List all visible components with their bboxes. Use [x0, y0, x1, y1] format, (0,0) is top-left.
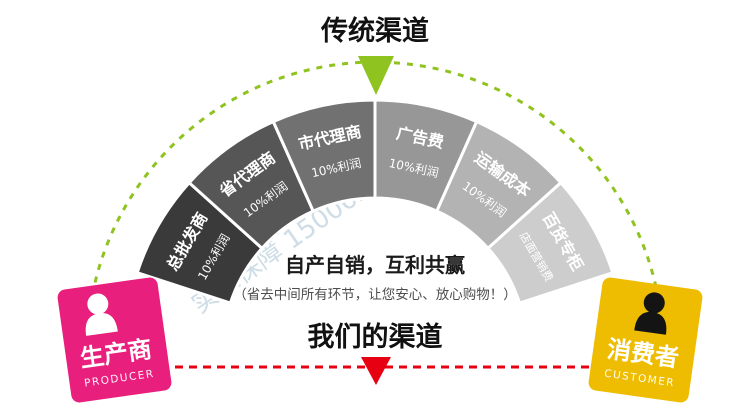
customer-person-icon — [634, 292, 667, 335]
customer-card-background — [588, 277, 703, 403]
producer-card-background — [57, 277, 172, 403]
center-note: （省去中间所有环节，让您安心、放心购物！） — [233, 286, 517, 303]
customer-card: 消费者 CUSTOMER — [588, 277, 703, 403]
producer-person-icon — [85, 293, 118, 336]
traditional-route-arrow-down-icon — [358, 56, 394, 95]
middlemen-arch: 总批发商 10%利润 省代理商 10%利润 市代理商 10%利润 广告费 10%… — [135, 98, 615, 305]
center-slogan: 自产自销，互利共赢 — [285, 253, 465, 277]
arch-segment-department-store — [485, 180, 615, 305]
traditional-channel-title: 传统渠道 — [320, 15, 429, 47]
our-route-arrow-down-icon — [361, 357, 391, 385]
our-channel-title: 我们的渠道 — [308, 321, 443, 353]
producer-card: 生产商 PRODUCER — [57, 277, 172, 403]
